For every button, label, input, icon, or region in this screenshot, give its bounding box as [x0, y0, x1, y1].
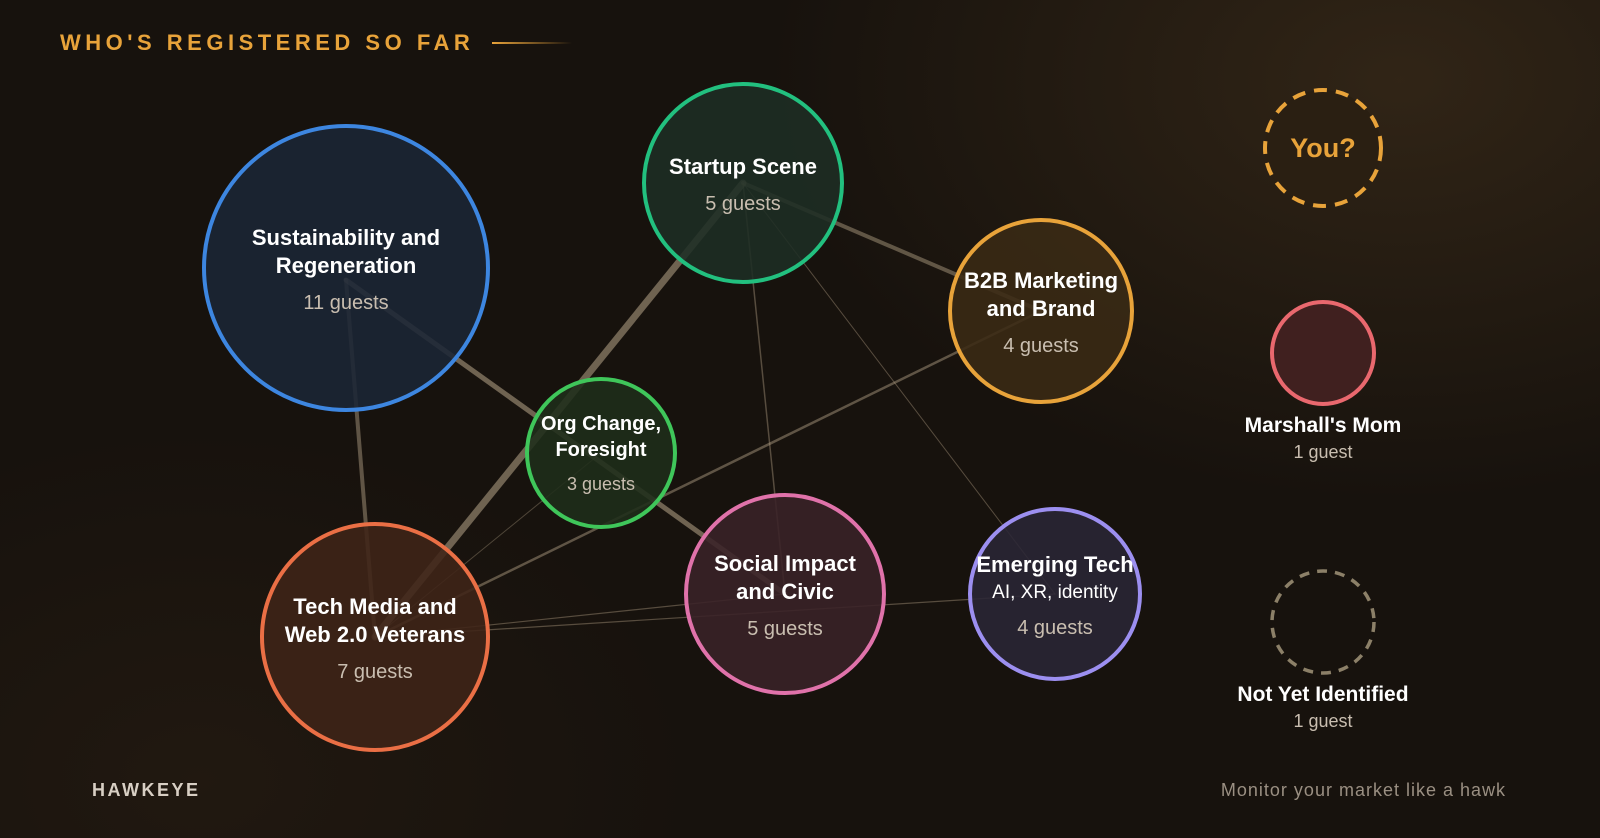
cluster-title-b2b: and Brand: [987, 296, 1096, 321]
page-title: WHO'S REGISTERED SO FAR: [60, 30, 475, 55]
marshalls-mom-node[interactable]: [1270, 300, 1376, 406]
you-circle: [1263, 88, 1383, 208]
marshalls-mom-count: 1 guest: [1293, 442, 1353, 462]
marshalls-mom-circle: [1270, 300, 1376, 406]
title-accent-rule: [492, 42, 572, 44]
cluster-count-startup: 5 guests: [705, 193, 781, 215]
cluster-title-techmedia: Web 2.0 Veterans: [285, 622, 466, 647]
brand-logo: HAWKEYE: [92, 780, 201, 800]
cluster-title-social: Social Impact: [714, 551, 857, 576]
cluster-count-techmedia: 7 guests: [337, 661, 413, 683]
tagline: Monitor your market like a hawk: [1220, 780, 1506, 800]
cluster-title-sustainability: Sustainability and: [252, 225, 440, 250]
cluster-title-b2b: B2B Marketing: [964, 268, 1118, 293]
cluster-node-startup[interactable]: Startup Scene 5 guests: [642, 82, 844, 284]
cluster-count-emerging: 4 guests: [1017, 617, 1093, 639]
cluster-node-social[interactable]: Social Impact and Civic 5 guests: [684, 493, 886, 695]
cluster-count-orgchange: 3 guests: [567, 474, 635, 494]
cluster-count-social: 5 guests: [747, 618, 823, 640]
cluster-subtitle-emerging: AI, XR, identity: [992, 582, 1118, 603]
cluster-circle-b2b: [948, 218, 1134, 404]
cluster-circle-emerging: [968, 507, 1142, 681]
cluster-title-orgchange: Foresight: [555, 439, 646, 461]
cluster-node-orgchange[interactable]: Org Change, Foresight 3 guests: [525, 377, 677, 529]
cluster-count-b2b: 4 guests: [1003, 335, 1079, 357]
not-identified-label-group: Not Yet Identified 1 guest: [1193, 683, 1453, 732]
not-identified-node[interactable]: [1270, 569, 1376, 675]
cluster-circle-social: [684, 493, 886, 695]
cluster-circle-orgchange: [525, 377, 677, 529]
cluster-circle-sustainability: [202, 124, 490, 412]
cluster-title-startup: Startup Scene: [669, 154, 817, 179]
not-identified-circle: [1270, 569, 1376, 675]
you-node[interactable]: You?: [1263, 88, 1383, 208]
cluster-title-orgchange: Org Change,: [541, 413, 661, 435]
cluster-node-b2b[interactable]: B2B Marketing and Brand 4 guests: [948, 218, 1134, 404]
not-identified-name: Not Yet Identified: [1237, 683, 1409, 706]
not-identified-count: 1 guest: [1293, 711, 1353, 731]
marshalls-mom-name: Marshall's Mom: [1244, 414, 1402, 437]
cluster-count-sustainability: 11 guests: [303, 292, 388, 314]
cluster-circle-startup: [642, 82, 844, 284]
cluster-title-social: and Civic: [736, 579, 834, 604]
marshalls-mom-label-group: Marshall's Mom 1 guest: [1193, 414, 1453, 463]
cluster-title-techmedia: Tech Media and: [293, 594, 456, 619]
cluster-title-emerging: Emerging Tech: [976, 552, 1133, 577]
you-label: You?: [1290, 133, 1355, 163]
cluster-title-sustainability: Regeneration: [276, 253, 417, 278]
edge-b2b-techmedia: [373, 309, 1043, 639]
cluster-circle-techmedia: [260, 522, 490, 752]
